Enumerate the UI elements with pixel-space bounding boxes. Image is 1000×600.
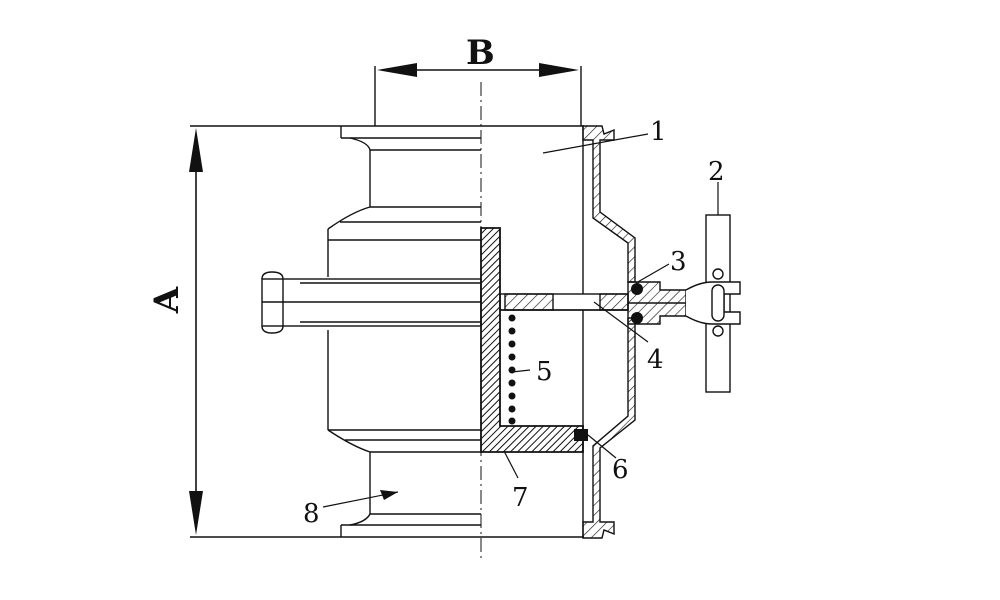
part-label-5: 5 xyxy=(536,357,553,387)
part-label-8: 8 xyxy=(303,499,320,529)
part-label-1: 1 xyxy=(650,117,667,147)
valve-body-exterior xyxy=(327,126,481,537)
left-handle xyxy=(261,271,482,334)
dimension-b-label: B xyxy=(466,33,495,73)
part-label-2: 2 xyxy=(708,157,725,187)
part-label-6: 6 xyxy=(612,455,629,485)
part-label-3: 3 xyxy=(670,247,687,277)
part-label-4: 4 xyxy=(647,345,664,375)
dimension-b xyxy=(374,63,582,126)
valve-disc xyxy=(480,227,584,453)
seal xyxy=(574,429,588,441)
leader-lines xyxy=(322,133,719,508)
shaft-boss xyxy=(627,281,687,325)
external-handle xyxy=(685,214,741,393)
valve-body-wall-section xyxy=(582,125,636,539)
support-plate xyxy=(499,293,629,311)
spring xyxy=(508,314,516,425)
dimension-a xyxy=(189,125,584,538)
part-label-7: 7 xyxy=(512,483,529,513)
dimension-a-label: A xyxy=(147,286,187,314)
